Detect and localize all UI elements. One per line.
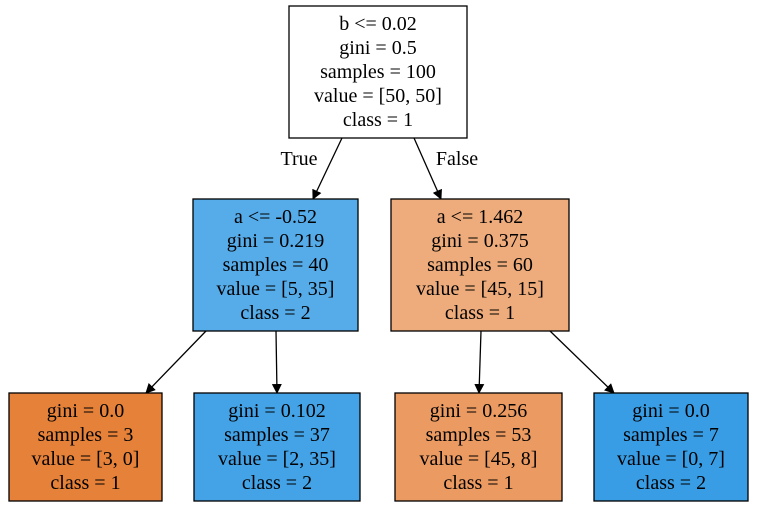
node-box xyxy=(288,5,468,139)
node-line: class = 1 xyxy=(443,472,513,494)
edge-root-to-left: True xyxy=(280,137,343,200)
edge-arrow xyxy=(474,330,485,394)
node-line: class = 2 xyxy=(240,302,310,324)
node-line: gini = 0.102 xyxy=(228,400,325,422)
node-line: class = 2 xyxy=(242,472,312,494)
node-line: samples = 100 xyxy=(320,61,436,83)
edge-left-to-leaf-lr xyxy=(271,330,282,394)
edge-label-true: True xyxy=(280,148,317,170)
edge-left-to-leaf-ll xyxy=(145,330,207,394)
edge-arrow xyxy=(271,330,282,394)
edge-right-to-leaf-rl xyxy=(474,330,485,394)
edge-label-false: False xyxy=(436,148,478,170)
node-line: samples = 60 xyxy=(427,254,533,276)
node-line: samples = 53 xyxy=(426,424,532,446)
node-line: b <= 0.02 xyxy=(339,13,417,35)
edges-layer: True False xyxy=(145,137,615,394)
node-box xyxy=(390,198,570,332)
node-line: value = [0, 7] xyxy=(617,448,725,470)
node-line: value = [45, 15] xyxy=(416,278,544,300)
node-line: value = [50, 50] xyxy=(314,85,442,107)
node-line: samples = 3 xyxy=(38,424,134,446)
node-line: gini = 0.256 xyxy=(430,400,527,422)
node-line: gini = 0.5 xyxy=(339,37,416,59)
node-line: gini = 0.219 xyxy=(227,230,324,252)
edge-arrow xyxy=(312,137,343,200)
node-line: samples = 7 xyxy=(623,424,719,446)
node-line: value = [3, 0] xyxy=(32,448,140,470)
node-line: class = 1 xyxy=(445,302,515,324)
node-line: class = 1 xyxy=(50,472,120,494)
node-line: a <= -0.52 xyxy=(234,206,317,228)
edge-root-to-right: False xyxy=(413,137,478,200)
node-line: value = [2, 35] xyxy=(218,448,336,470)
node-box xyxy=(193,392,361,502)
edge-right-to-leaf-rr xyxy=(549,330,615,394)
edge-arrow xyxy=(145,330,207,394)
node-line: samples = 37 xyxy=(224,424,330,446)
edge-arrow xyxy=(413,137,442,200)
node-box xyxy=(8,392,163,502)
node-line: gini = 0.0 xyxy=(632,400,709,422)
node-box xyxy=(593,392,749,502)
node-line: value = [5, 35] xyxy=(217,278,335,300)
node-line: value = [45, 8] xyxy=(420,448,538,470)
node-line: samples = 40 xyxy=(223,254,329,276)
node-box xyxy=(192,198,359,332)
edge-arrow xyxy=(549,330,615,394)
node-line: a <= 1.462 xyxy=(437,206,523,228)
node-line: class = 2 xyxy=(636,472,706,494)
node-line: class = 1 xyxy=(343,109,413,131)
node-box xyxy=(394,392,563,502)
node-line: gini = 0.0 xyxy=(47,400,124,422)
node-line: gini = 0.375 xyxy=(431,230,528,252)
